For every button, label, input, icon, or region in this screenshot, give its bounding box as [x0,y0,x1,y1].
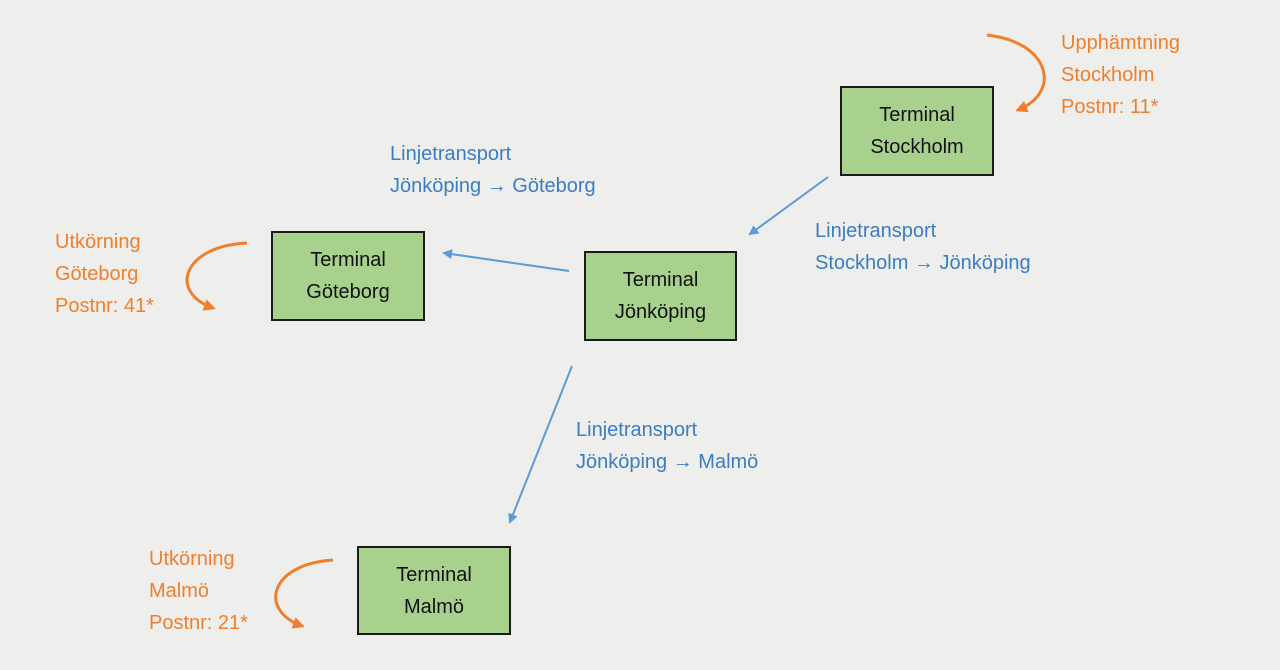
local-label-line2: Stockholm [1061,64,1155,86]
route-label-line1: Linjetransport [390,143,512,165]
terminal-jonkoping-line2: Jönköping [614,301,707,323]
route-label-line1: Linjetransport [576,419,698,441]
terminal-malmo: Terminal Malmö [357,546,511,635]
local-label-line1: Upphämtning [1061,32,1180,54]
local-label-postcode: Postnr: 11* [1061,96,1159,118]
terminal-malmo-line2: Malmö [403,595,464,618]
terminal-stockholm: Terminal Stockholm [840,86,994,176]
terminal-goteborg-line1: Terminal [310,249,386,271]
route-label-jonkoping-goteborg: Linjetransport Jönköping → Göteborg [390,138,596,202]
terminal-stockholm-line1: Terminal [879,104,955,126]
local-label-line1: Utkörning [55,231,141,253]
arrow-jonkoping-to-malmo [508,365,573,524]
arrow-delivery-goteborg [185,241,248,311]
terminal-jonkoping-line1: Terminal [622,269,699,291]
terminal-goteborg: Terminal Göteborg [271,231,425,321]
local-label-line2: Malmö [149,580,210,602]
arrow-pickup-stockholm [986,33,1046,113]
terminal-jonkoping: Terminal Jönköping [584,251,737,341]
local-label-delivery-malmo: Utkörning Malmö Postnr: 21* [149,543,248,639]
terminal-malmo-line1: Terminal [396,563,472,586]
local-label-line1: Utkörning [149,548,235,570]
arrow-stockholm-to-jonkoping [748,176,829,236]
local-label-postcode: Postnr: 21* [149,612,248,634]
route-label-jonkoping-malmo: Linjetransport Jönköping → Malmö [576,414,758,478]
route-label-stockholm-jonkoping: Linjetransport Stockholm → Jönköping [815,215,1031,279]
route-label-line2: Stockholm → Jönköping [815,252,1031,274]
local-label-postcode: Postnr: 41* [55,295,154,317]
arrow-jonkoping-to-goteborg [442,249,570,272]
local-label-pickup-stockholm: Upphämtning Stockholm Postnr: 11* [1061,27,1180,123]
terminal-stockholm-line2: Stockholm [870,136,964,158]
route-label-line2: Jönköping → Malmö [576,451,759,473]
route-label-line1: Linjetransport [815,220,937,242]
route-label-line2: Jönköping → Göteborg [390,175,596,197]
local-label-line2: Göteborg [55,263,139,285]
arrow-delivery-malmo [274,558,334,629]
local-label-delivery-goteborg: Utkörning Göteborg Postnr: 41* [55,226,154,322]
terminal-goteborg-line2: Göteborg [306,281,390,303]
